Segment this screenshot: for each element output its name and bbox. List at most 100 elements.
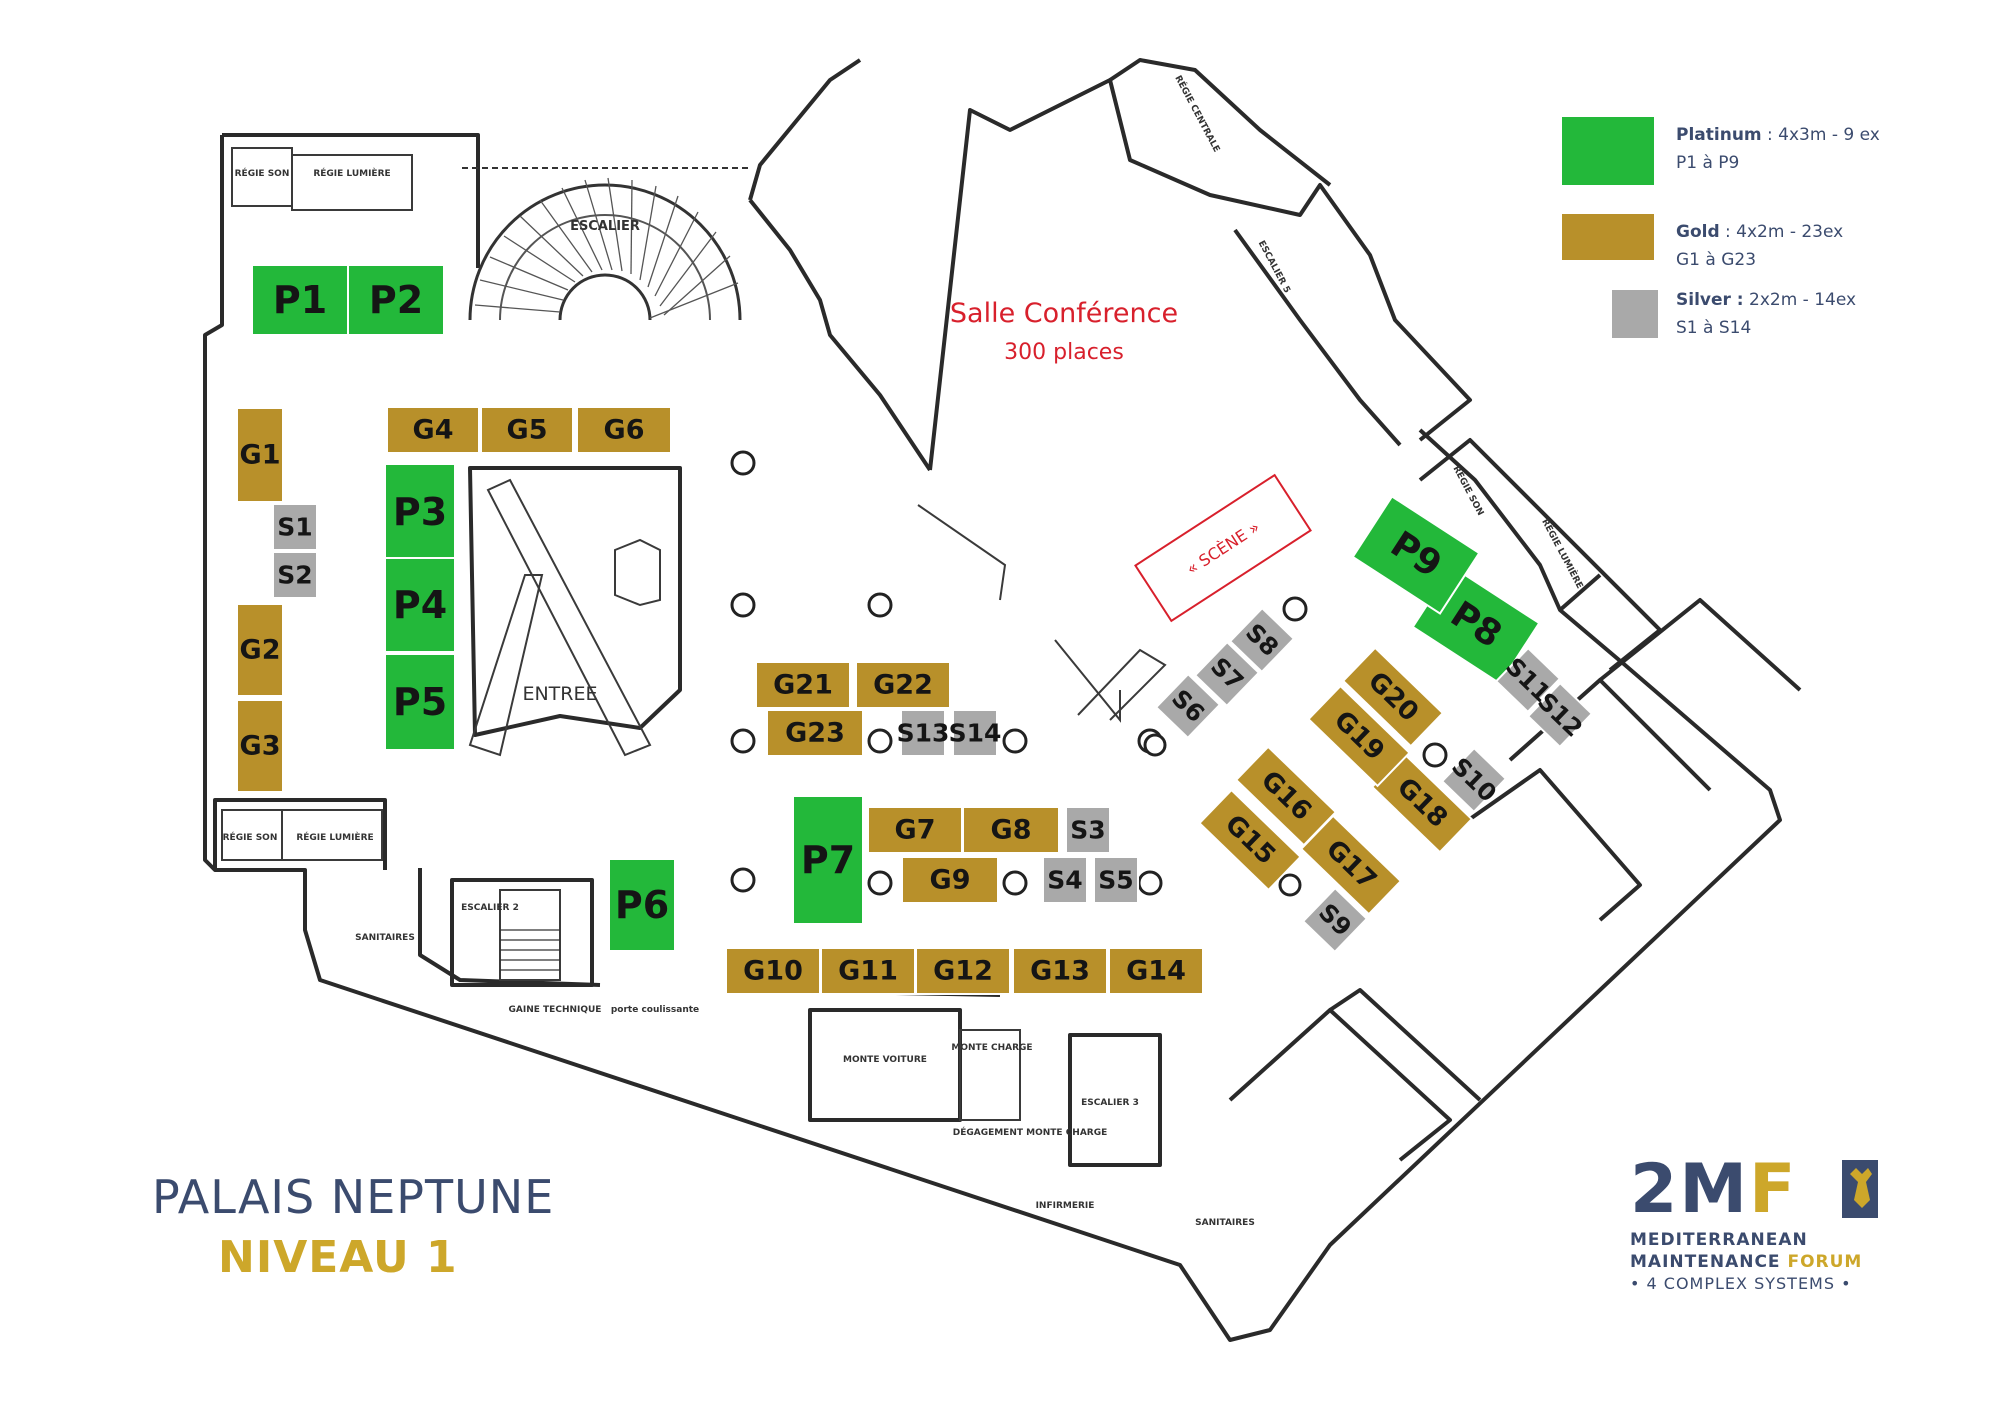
booth-fill <box>384 557 456 653</box>
booth-fill <box>1228 606 1296 674</box>
booth-label: S10 <box>1446 752 1502 807</box>
booth-s1: S1 <box>272 503 318 551</box>
booth-g14: G14 <box>1108 947 1204 995</box>
booth-fill <box>1494 646 1562 714</box>
conference-title: Salle Conférence <box>950 298 1178 329</box>
legend-swatch-platinum <box>1562 117 1654 185</box>
walls <box>203 58 1802 1342</box>
booth-fill <box>1065 806 1111 854</box>
booth-g1: G1 <box>236 407 284 503</box>
booth-label: P4 <box>393 583 447 627</box>
stage: « SCÈNE » <box>1134 473 1312 623</box>
booth-p7: P7 <box>792 795 864 925</box>
booth-g8: G8 <box>962 806 1060 854</box>
room-infirmerie: INFIRMERIE <box>1036 1201 1095 1211</box>
booth-p9: P9 <box>1351 495 1481 615</box>
booth-fill <box>1193 640 1261 708</box>
booth-label: G8 <box>991 815 1032 846</box>
booth-fill <box>915 947 1011 995</box>
booth-g4: G4 <box>386 406 480 454</box>
booth-label: G5 <box>507 415 548 446</box>
booth-label: P6 <box>615 883 669 927</box>
legend-swatch-silver <box>1612 290 1658 338</box>
booth-label: S3 <box>1070 816 1105 845</box>
booth-label: P5 <box>393 680 447 724</box>
booth-p4: P4 <box>384 557 456 653</box>
conference-subtitle: 300 places <box>1004 340 1124 365</box>
booth-fill <box>272 551 318 599</box>
booth-fill <box>1526 681 1594 749</box>
booth-p5: P5 <box>384 653 456 751</box>
booth-p2: P2 <box>347 264 445 336</box>
booth-g11: G11 <box>820 947 916 995</box>
booth-label: G22 <box>873 670 933 701</box>
room-sanitaires-2: SANITAIRES <box>1195 1218 1255 1228</box>
room-regie-son-3: RÉGIE SON <box>223 831 278 843</box>
booth-fill <box>1198 788 1302 892</box>
room-monte-voiture: MONTE VOITURE <box>843 1055 927 1065</box>
booth-label: G3 <box>240 731 281 762</box>
booth-g23: G23 <box>766 709 864 757</box>
room-regie-son-1: RÉGIE SON <box>235 167 290 179</box>
logo-line-1: MEDITERRANEAN <box>1630 1230 1808 1250</box>
booth-label: P2 <box>369 278 423 322</box>
pillars <box>730 450 1448 897</box>
booth-g13: G13 <box>1012 947 1108 995</box>
booth-label: G7 <box>895 815 936 846</box>
booth-fill <box>792 795 864 925</box>
booth-label: G14 <box>1126 956 1186 987</box>
booth-s4: S4 <box>1042 856 1088 904</box>
booth-fill <box>1012 947 1108 995</box>
booth-label: G6 <box>604 415 645 446</box>
room-monte-charge: MONTE CHARGE <box>951 1043 1032 1053</box>
booth-s8: S8 <box>1228 606 1296 674</box>
booth-fill <box>962 806 1060 854</box>
booth-fill <box>480 406 574 454</box>
booth-fill <box>1307 684 1411 788</box>
room-entree: ENTREE <box>522 683 597 705</box>
booth-fill <box>766 709 864 757</box>
booth-label: P3 <box>393 490 447 534</box>
room-gaine-technique: GAINE TECHNIQUE <box>509 1005 602 1015</box>
booth-label: G13 <box>1030 956 1090 987</box>
booth-fill <box>236 603 284 697</box>
spiral-staircase <box>468 177 742 321</box>
booth-fill <box>384 653 456 751</box>
booth-label: S2 <box>277 561 312 590</box>
room-sanitaires-1: SANITAIRES <box>355 933 415 943</box>
room-porte-coulissante: porte coulissante <box>611 1005 699 1015</box>
booth-g12: G12 <box>915 947 1011 995</box>
booth-label: G2 <box>240 635 281 666</box>
booth-g2: G2 <box>236 603 284 697</box>
booth-fill <box>386 406 480 454</box>
booth-label: S14 <box>949 719 1002 748</box>
staircase-2 <box>450 878 594 987</box>
booth-s9: S9 <box>1301 886 1369 954</box>
booth-label: S5 <box>1098 866 1133 895</box>
booth-fill <box>1299 814 1403 916</box>
booth-fill <box>900 709 946 757</box>
booth-label: S13 <box>897 719 950 748</box>
booth-fill <box>755 661 851 709</box>
venue-level: NIVEAU 1 <box>218 1232 458 1283</box>
booth-g21: G21 <box>755 661 851 709</box>
booth-label: G1 <box>240 440 281 471</box>
booth-label: P1 <box>273 278 327 322</box>
room-escalier-3: ESCALIER 3 <box>1081 1098 1139 1108</box>
booth-fill <box>236 407 284 503</box>
logo-wordmark: 2MF <box>1630 1150 1798 1229</box>
booth-s5: S5 <box>1093 856 1139 904</box>
booth-fill <box>608 858 676 952</box>
booth-label: S4 <box>1047 866 1082 895</box>
booth-fill <box>855 661 951 709</box>
booth-fill <box>1154 672 1222 740</box>
booth-label: G4 <box>413 415 454 446</box>
room-degagement: DÉGAGEMENT MONTE CHARGE <box>953 1126 1108 1138</box>
booth-fill <box>576 406 672 454</box>
